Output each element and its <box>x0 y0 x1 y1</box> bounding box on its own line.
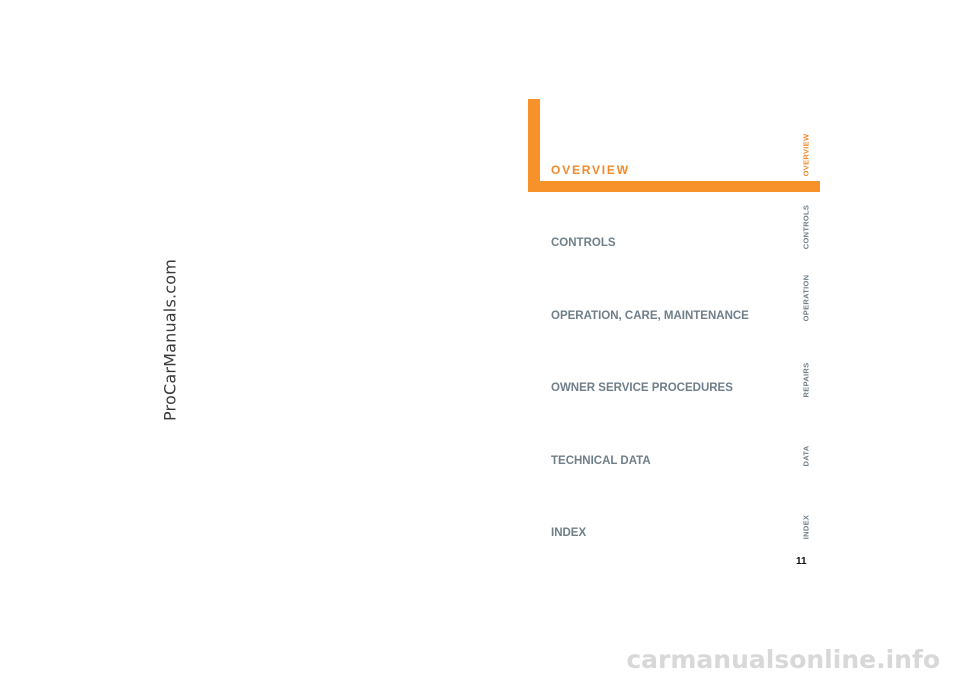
section-title: OVERVIEW <box>551 163 630 177</box>
toc-item-index[interactable]: INDEX <box>551 527 587 539</box>
section-accent-rule <box>528 181 820 192</box>
thumb-tab-data[interactable]: DATA <box>801 445 811 467</box>
page-number: 11 <box>796 556 807 567</box>
thumb-tab-operation[interactable]: OPERATION <box>801 274 811 322</box>
toc-item-controls[interactable]: CONTROLS <box>551 237 616 249</box>
toc-item-operation-care-maintenance[interactable]: OPERATION, CARE, MAINTENANCE <box>551 310 749 322</box>
thumb-tab-controls[interactable]: CONTROLS <box>801 204 811 250</box>
thumb-tab-repairs[interactable]: REPAIRS <box>801 362 811 398</box>
toc-item-technical-data[interactable]: TECHNICAL DATA <box>551 455 651 467</box>
thumb-tab-overview[interactable]: OVERVIEW <box>801 133 811 177</box>
toc-item-owner-service-procedures[interactable]: OWNER SERVICE PROCEDURES <box>551 382 733 394</box>
procarmanuals-watermark: ProCarManuals.com <box>160 258 180 422</box>
section-accent-bar <box>528 99 540 192</box>
thumb-tab-index[interactable]: INDEX <box>801 514 811 540</box>
carmanualsonline-watermark: carmanualsonline.info <box>626 645 940 674</box>
